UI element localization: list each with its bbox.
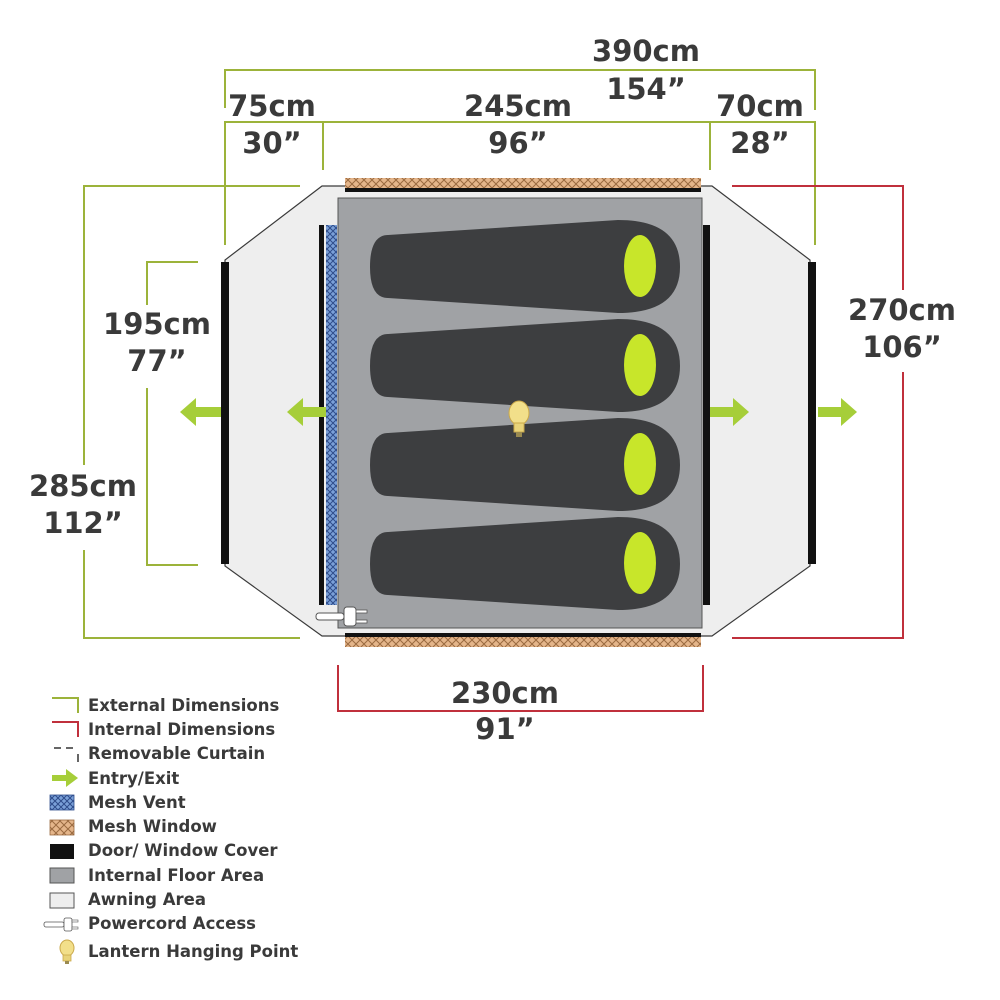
sleeping-bag [370,319,680,412]
entry-arrow-icon [710,398,749,426]
legend-item: Door/ Window Cover [40,839,360,863]
legend-item: Internal Floor Area [40,863,360,887]
powercord-icon [315,606,368,627]
right-awning-in: 28” [730,126,789,160]
external-depth-cm: 285cm [29,469,137,503]
mesh-window-icon [40,815,88,839]
entry-arrow-icon [180,398,221,426]
legend-label: Internal Floor Area [88,865,265,885]
legend-label: Removable Curtain [88,744,266,764]
internal-depth-line [732,185,904,290]
legend-item: Internal Dimensions [40,717,360,741]
legend-item: Mesh Window [40,814,360,838]
legend-label: Door/ Window Cover [88,841,278,861]
external-width-in: 154” [606,72,686,106]
lantern-hanging-point-icon [40,939,88,964]
sleeping-bag [370,418,680,511]
internal-dimensions-icon [40,717,88,741]
mesh-window-bottom [345,637,701,647]
external-width-cm: 390cm [592,34,700,68]
entry-arrow-icon [818,398,857,426]
external-depth-in: 112” [43,506,123,540]
sleeping-bag [370,220,680,313]
legend: External Dimensions Internal Dimensions … [40,693,360,968]
external-depth-line [83,185,300,465]
outer-door-cover-left [221,262,229,564]
legend-item: Lantern Hanging Point [40,936,360,968]
internal-depth-cm: 270cm [848,293,956,327]
legend-item: Awning Area [40,887,360,911]
powercord-access-icon [40,912,88,936]
legend-label: Lantern Hanging Point [88,942,299,962]
legend-label: External Dimensions [88,695,280,715]
lantern-icon [508,400,530,437]
legend-item: Powercord Access [40,912,360,936]
inner-door-cover-right [703,225,710,605]
left-awning-line [224,121,324,245]
internal-width-line [337,665,704,712]
sleeping-bag [370,517,680,610]
mesh-vent [326,225,337,605]
legend-item: Mesh Vent [40,790,360,814]
left-door-cm: 195cm [103,307,211,341]
door-window-cover-icon [40,839,88,863]
right-awning-line [710,121,816,245]
legend-label: Mesh Vent [88,792,186,812]
internal-width-cm: 230cm [451,676,559,710]
external-width-line [224,69,816,110]
tent-floorplan: 390cm 154” 75cm 30” 245cm 96” 70cm 28” 1… [29,34,956,712]
inner-width-in: 96” [488,126,547,160]
external-depth-line [83,550,300,639]
legend-label: Internal Dimensions [88,719,276,739]
legend-label: Entry/Exit [88,768,180,788]
legend-item: Removable Curtain [40,742,360,766]
left-door-line [146,388,198,566]
entry-exit-arrow-icon [40,766,88,790]
legend-label: Awning Area [88,890,206,910]
mesh-window-top [345,178,701,188]
inner-width-cm: 245cm [464,89,572,123]
mesh-vent-icon [40,790,88,814]
legend-item: Entry/Exit [40,766,360,790]
left-awning-cm: 75cm [228,89,316,123]
outer-door-cover-right [808,262,816,564]
left-door-line [146,261,198,305]
internal-width-in: 91” [475,712,535,746]
right-awning-cm: 70cm [716,89,804,123]
legend-label: Mesh Window [88,817,217,837]
window-cover-bottom [345,633,701,637]
legend-label: Powercord Access [88,914,256,934]
internal-depth-in: 106” [862,330,942,364]
legend-item: External Dimensions [40,693,360,717]
window-cover-top [345,188,701,192]
removable-curtain-icon [40,742,88,766]
entry-arrow-icon [287,398,326,426]
awning-area-icon [40,888,88,912]
external-dimensions-icon [40,693,88,717]
left-awning-in: 30” [242,126,301,160]
internal-floor-area-icon [40,863,88,887]
internal-depth-line [732,372,904,639]
left-door-in: 77” [127,344,186,378]
